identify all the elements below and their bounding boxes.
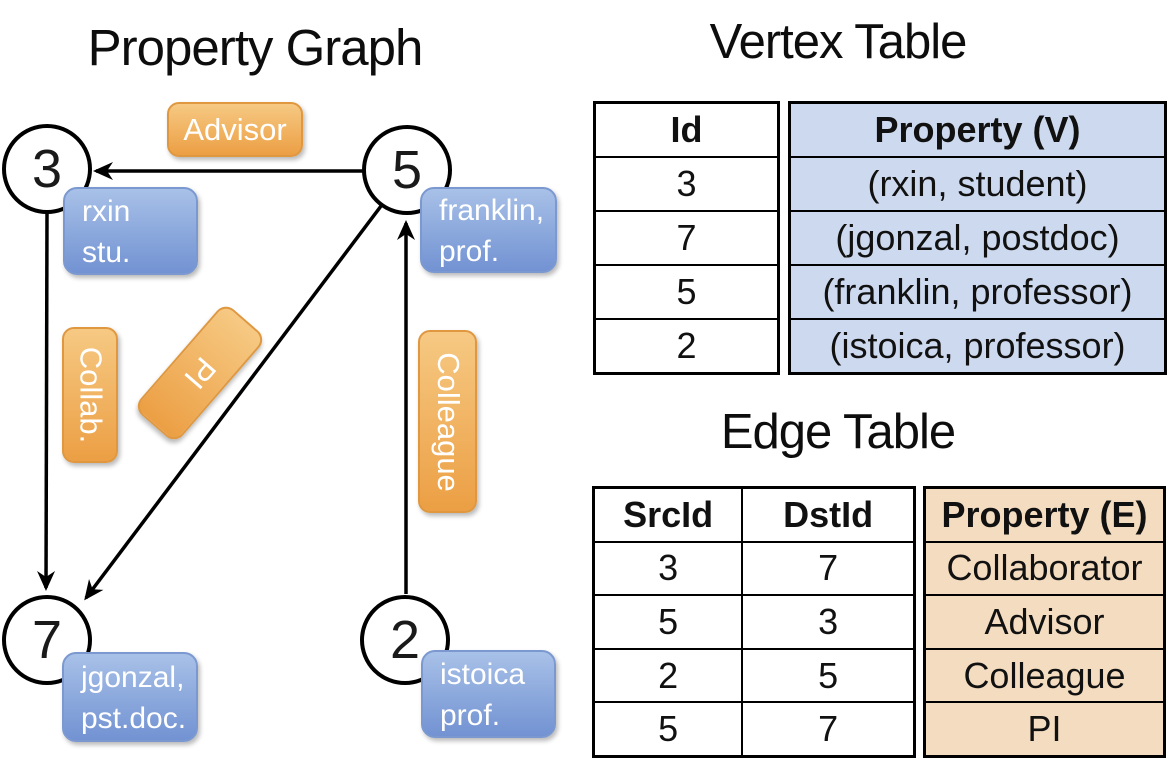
vertex-property-line: prof.: [439, 235, 500, 268]
edge-table-dstid-cell: 3: [741, 596, 913, 648]
vertex-property-line: pst.doc.: [81, 702, 187, 735]
vertex-table-id-cell: 7: [676, 217, 697, 258]
vertex-table-header-property: Property (V): [791, 104, 1164, 156]
vertex-circle-2: 2: [360, 595, 450, 685]
vertex-property-line: istoica: [440, 658, 526, 691]
vertex-table-property-column: Property (V) (rxin, student) (jgonzal, p…: [788, 101, 1167, 375]
edge-table-srcid-cell: 5: [658, 708, 679, 750]
edge-table-header-dstid: DstId: [741, 489, 913, 541]
vertex-table-id-column: Id 3 7 5 2: [593, 101, 780, 375]
vertex-property-line: jgonzal,: [81, 661, 185, 694]
edge-table-srcid-cell: 2: [658, 654, 679, 696]
vertex-property-line: rxin: [82, 195, 131, 228]
edge-table-property-cell: Collaborator: [926, 542, 1163, 595]
graph-edges-svg: [37, 162, 415, 601]
vertex-property-box-rxin: rxin stu.: [63, 187, 198, 275]
edge-table-title: Edge Table: [720, 405, 956, 459]
vertex-table-header-id: Id: [670, 109, 703, 150]
edge-label-colleague-text: Colleague: [430, 351, 466, 492]
vertex-property-box-jgonzal: jgonzal, pst.doc.: [62, 652, 198, 742]
vertex-property-box-istoica: istoica prof.: [421, 650, 556, 738]
edge-table-dstid-cell: 7: [741, 542, 913, 595]
edge-table-dstid-cell: 5: [741, 649, 913, 702]
vertex-table-property-cell: (franklin, professor): [791, 266, 1164, 318]
vertex-table-property-cell: (istoica, professor): [791, 320, 1164, 372]
vertex-property-box-franklin: franklin, prof.: [420, 187, 557, 273]
edge-label-advisor-text: Advisor: [183, 111, 287, 147]
edge-table-property-column: Property (E) Collaborator Advisor Collea…: [923, 486, 1166, 758]
edge-table-dstid-cell: 7: [741, 703, 913, 755]
property-graph-title: Property Graph: [87, 19, 424, 76]
edge-table-header-property: Property (E): [926, 489, 1163, 541]
vertex-table-property-cell: (rxin, student): [791, 158, 1164, 210]
edge-table-property-cell: PI: [926, 703, 1163, 755]
vertex-table-property-cell: (jgonzal, postdoc): [791, 212, 1164, 264]
edge-label-collab: Collab.: [62, 327, 118, 463]
edge-table-srcid-cell: 3: [658, 547, 679, 589]
edge-table-id-columns: SrcId DstId 3 7 5 3 2 5 5 7: [592, 486, 916, 758]
edge-collab-3-to-7: [37, 212, 56, 591]
edge-table-header-srcid: SrcId: [623, 493, 714, 535]
vertex-circle-5: 5: [362, 125, 452, 215]
vertex-table-id-cell: 3: [676, 163, 697, 204]
edge-label-collab-text: Collab.: [73, 346, 108, 444]
edge-label-colleague: Colleague: [418, 330, 477, 513]
vertex-property-line: stu.: [82, 236, 131, 269]
edge-table-property-cell: Colleague: [926, 649, 1163, 702]
vertex-table-id-cell: 2: [676, 325, 697, 366]
vertex-table-title: Vertex Table: [709, 15, 968, 69]
edge-pi-5-to-7: [84, 204, 383, 601]
vertex-table-id-cell: 5: [676, 271, 697, 312]
vertex-property-line: prof.: [440, 699, 501, 732]
edge-table-property-cell: Advisor: [926, 596, 1163, 648]
edge-table-srcid-cell: 5: [658, 600, 679, 642]
edge-label-advisor: Advisor: [167, 102, 303, 157]
edge-label-pi-text: PI: [177, 350, 224, 396]
vertex-property-line: franklin,: [439, 194, 545, 227]
